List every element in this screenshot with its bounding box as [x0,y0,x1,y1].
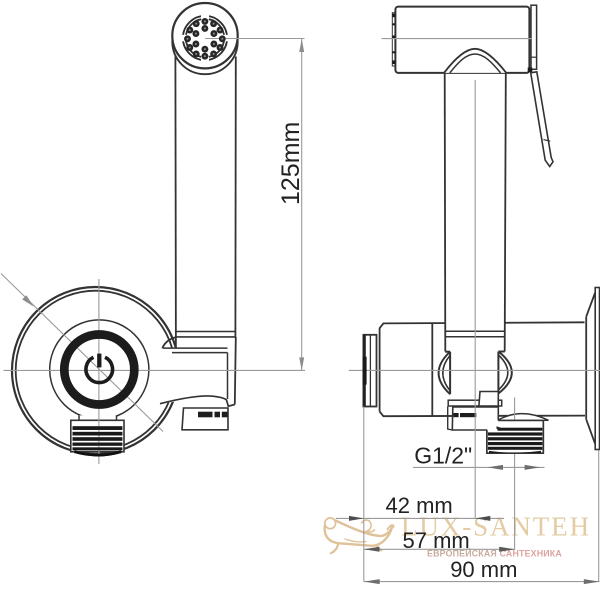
svg-text:90 mm: 90 mm [450,557,517,582]
svg-text:ЕВРОПЕЙСКАЯ САНТЕХНИКА: ЕВРОПЕЙСКАЯ САНТЕХНИКА [427,548,562,559]
svg-text:125mm: 125mm [277,122,305,205]
svg-text:LUX-SANTEH: LUX-SANTEH [401,512,591,542]
svg-text:42 mm: 42 mm [386,493,453,518]
svg-text:57 mm: 57 mm [403,528,470,553]
svg-text:G1/2": G1/2" [414,442,472,468]
